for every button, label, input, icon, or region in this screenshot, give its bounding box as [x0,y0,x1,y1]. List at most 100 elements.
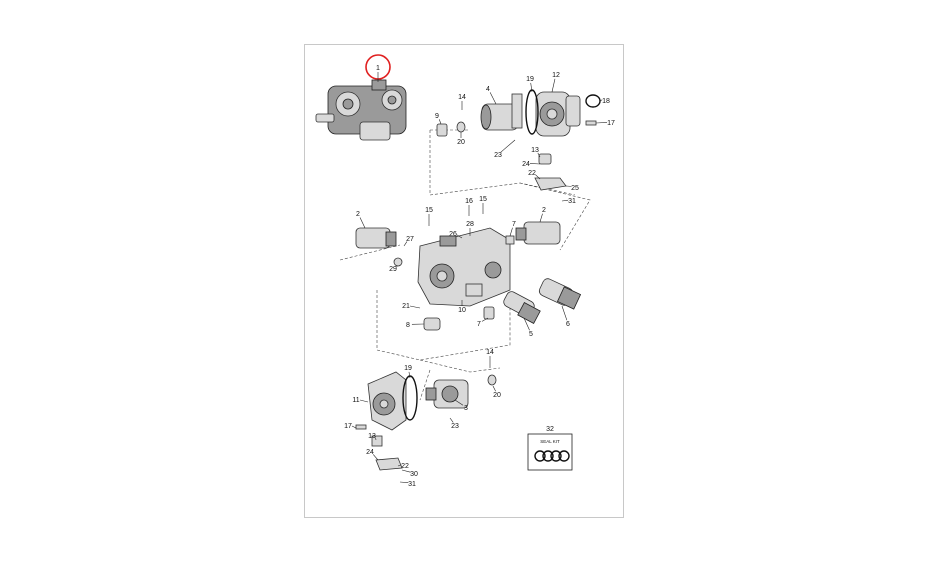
plug-item-7-right [505,235,515,245]
callout-2-leader-line [539,213,543,223]
callout-26-leader-line [456,234,463,239]
swashplate-item-3 [425,379,469,409]
callout-19: 19 [404,365,412,372]
callout-24: 24 [366,449,374,456]
callout-19-leader-line [530,82,533,93]
bracket-item-22-top [534,177,567,191]
seal-kit-label: SEAL KIT [540,439,560,444]
callout-24-leader-line [372,454,379,461]
callout-6-leader-line [561,305,568,321]
callout-8: 8 [406,322,410,329]
callout-7: 7 [477,321,481,328]
callout-19: 19 [526,76,534,83]
callout-17-leader-line [351,425,357,429]
housing-item-11 [367,371,407,431]
block-item-13-top [538,153,552,165]
callout-24: 24 [522,161,530,168]
valve-item-2-right [515,221,561,245]
valve-item-2-left [355,227,397,249]
callout-32: 32 [546,426,554,433]
callout-12-leader-line [551,78,556,93]
callout-31-leader-line [561,199,569,202]
center-block-item-10 [417,227,511,307]
callout-10: 10 [458,307,466,314]
screw-item-17-top [585,120,597,126]
callout-20-leader-line [492,385,496,392]
callout-1: 1 [376,65,380,72]
o-ring-item-18 [585,94,601,108]
housing-item-12 [535,91,581,137]
callout-22-leader-line [535,174,541,180]
callout-7-leader-line [509,227,513,237]
callout-4: 4 [486,86,490,93]
callout-19-leader-line [408,371,411,379]
callout-11-leader-line [359,399,369,403]
callout-30-leader-line [401,469,411,473]
callout-31: 31 [568,198,576,205]
callout-30: 30 [410,471,418,478]
callout-2: 2 [542,207,546,214]
servo-item-4 [480,93,523,131]
callout-22: 22 [528,170,536,177]
callout-16: 16 [465,198,473,205]
callout-14: 14 [486,349,494,356]
callout-21-leader-line [409,305,421,309]
callout-23-leader-line [449,417,454,423]
callout-20: 20 [457,139,465,146]
bearing-item-20-bottom [487,374,497,386]
callout-13: 13 [531,147,539,154]
seal-kit-item-32 [527,433,573,471]
callout-labels: 1223456778910111213131414151516171718191… [344,65,615,488]
callout-14: 14 [458,94,466,101]
callout-24-leader-line [529,163,541,165]
cylinder-item-5 [503,291,541,324]
callout-21: 21 [402,303,410,310]
callout-9-leader-line [438,119,442,125]
callout-13: 13 [368,433,376,440]
callout-17-leader-line [595,122,608,124]
o-ring-item-19-bottom [402,375,418,421]
callout-13-leader-line [537,152,541,158]
callout-22: 22 [401,463,409,470]
screw-item-17-bottom [355,424,367,430]
block-item-13-bottom [371,435,383,447]
callout-20: 20 [493,392,501,399]
callout-31-leader-line [399,481,409,484]
callout-18: 18 [602,98,610,105]
callout-23: 23 [451,423,459,430]
callout-4-leader-line [489,92,497,105]
callout-27-leader-line [403,241,408,247]
callout-6: 6 [566,321,570,328]
callout-5: 5 [529,331,533,338]
callout-7: 7 [512,221,516,228]
callout-23-leader-line [500,139,516,153]
callout-28: 28 [466,221,474,228]
callout-22-leader-line [397,464,402,467]
callout-26: 26 [449,231,457,238]
callout-2-leader-line [359,217,366,229]
callout-15: 15 [479,196,487,203]
callout-17: 17 [344,423,352,430]
callout-15: 15 [425,207,433,214]
plug-item-29 [393,257,403,267]
callout-25: 25 [571,185,579,192]
callout-7-leader-line [481,317,489,322]
plug-item-8 [423,317,441,331]
bearing-item-20-top [456,121,466,133]
callout-11: 11 [352,397,359,404]
bracket-item-22-bottom [375,457,403,471]
callout-31: 31 [408,481,416,488]
callout-12: 12 [552,72,560,79]
pump-assembly-item-1 [315,79,407,141]
callout-27: 27 [406,236,414,243]
callout-17: 17 [607,120,615,127]
plug-item-9-top [436,123,448,137]
callout-3-leader-line [454,399,464,406]
callout-5-leader-line [523,317,530,331]
callout-9: 9 [435,113,439,120]
plug-item-7-bottom [483,306,495,320]
callout-23: 23 [494,152,502,159]
cylinder-item-6 [538,278,582,310]
callout-2: 2 [356,211,360,218]
